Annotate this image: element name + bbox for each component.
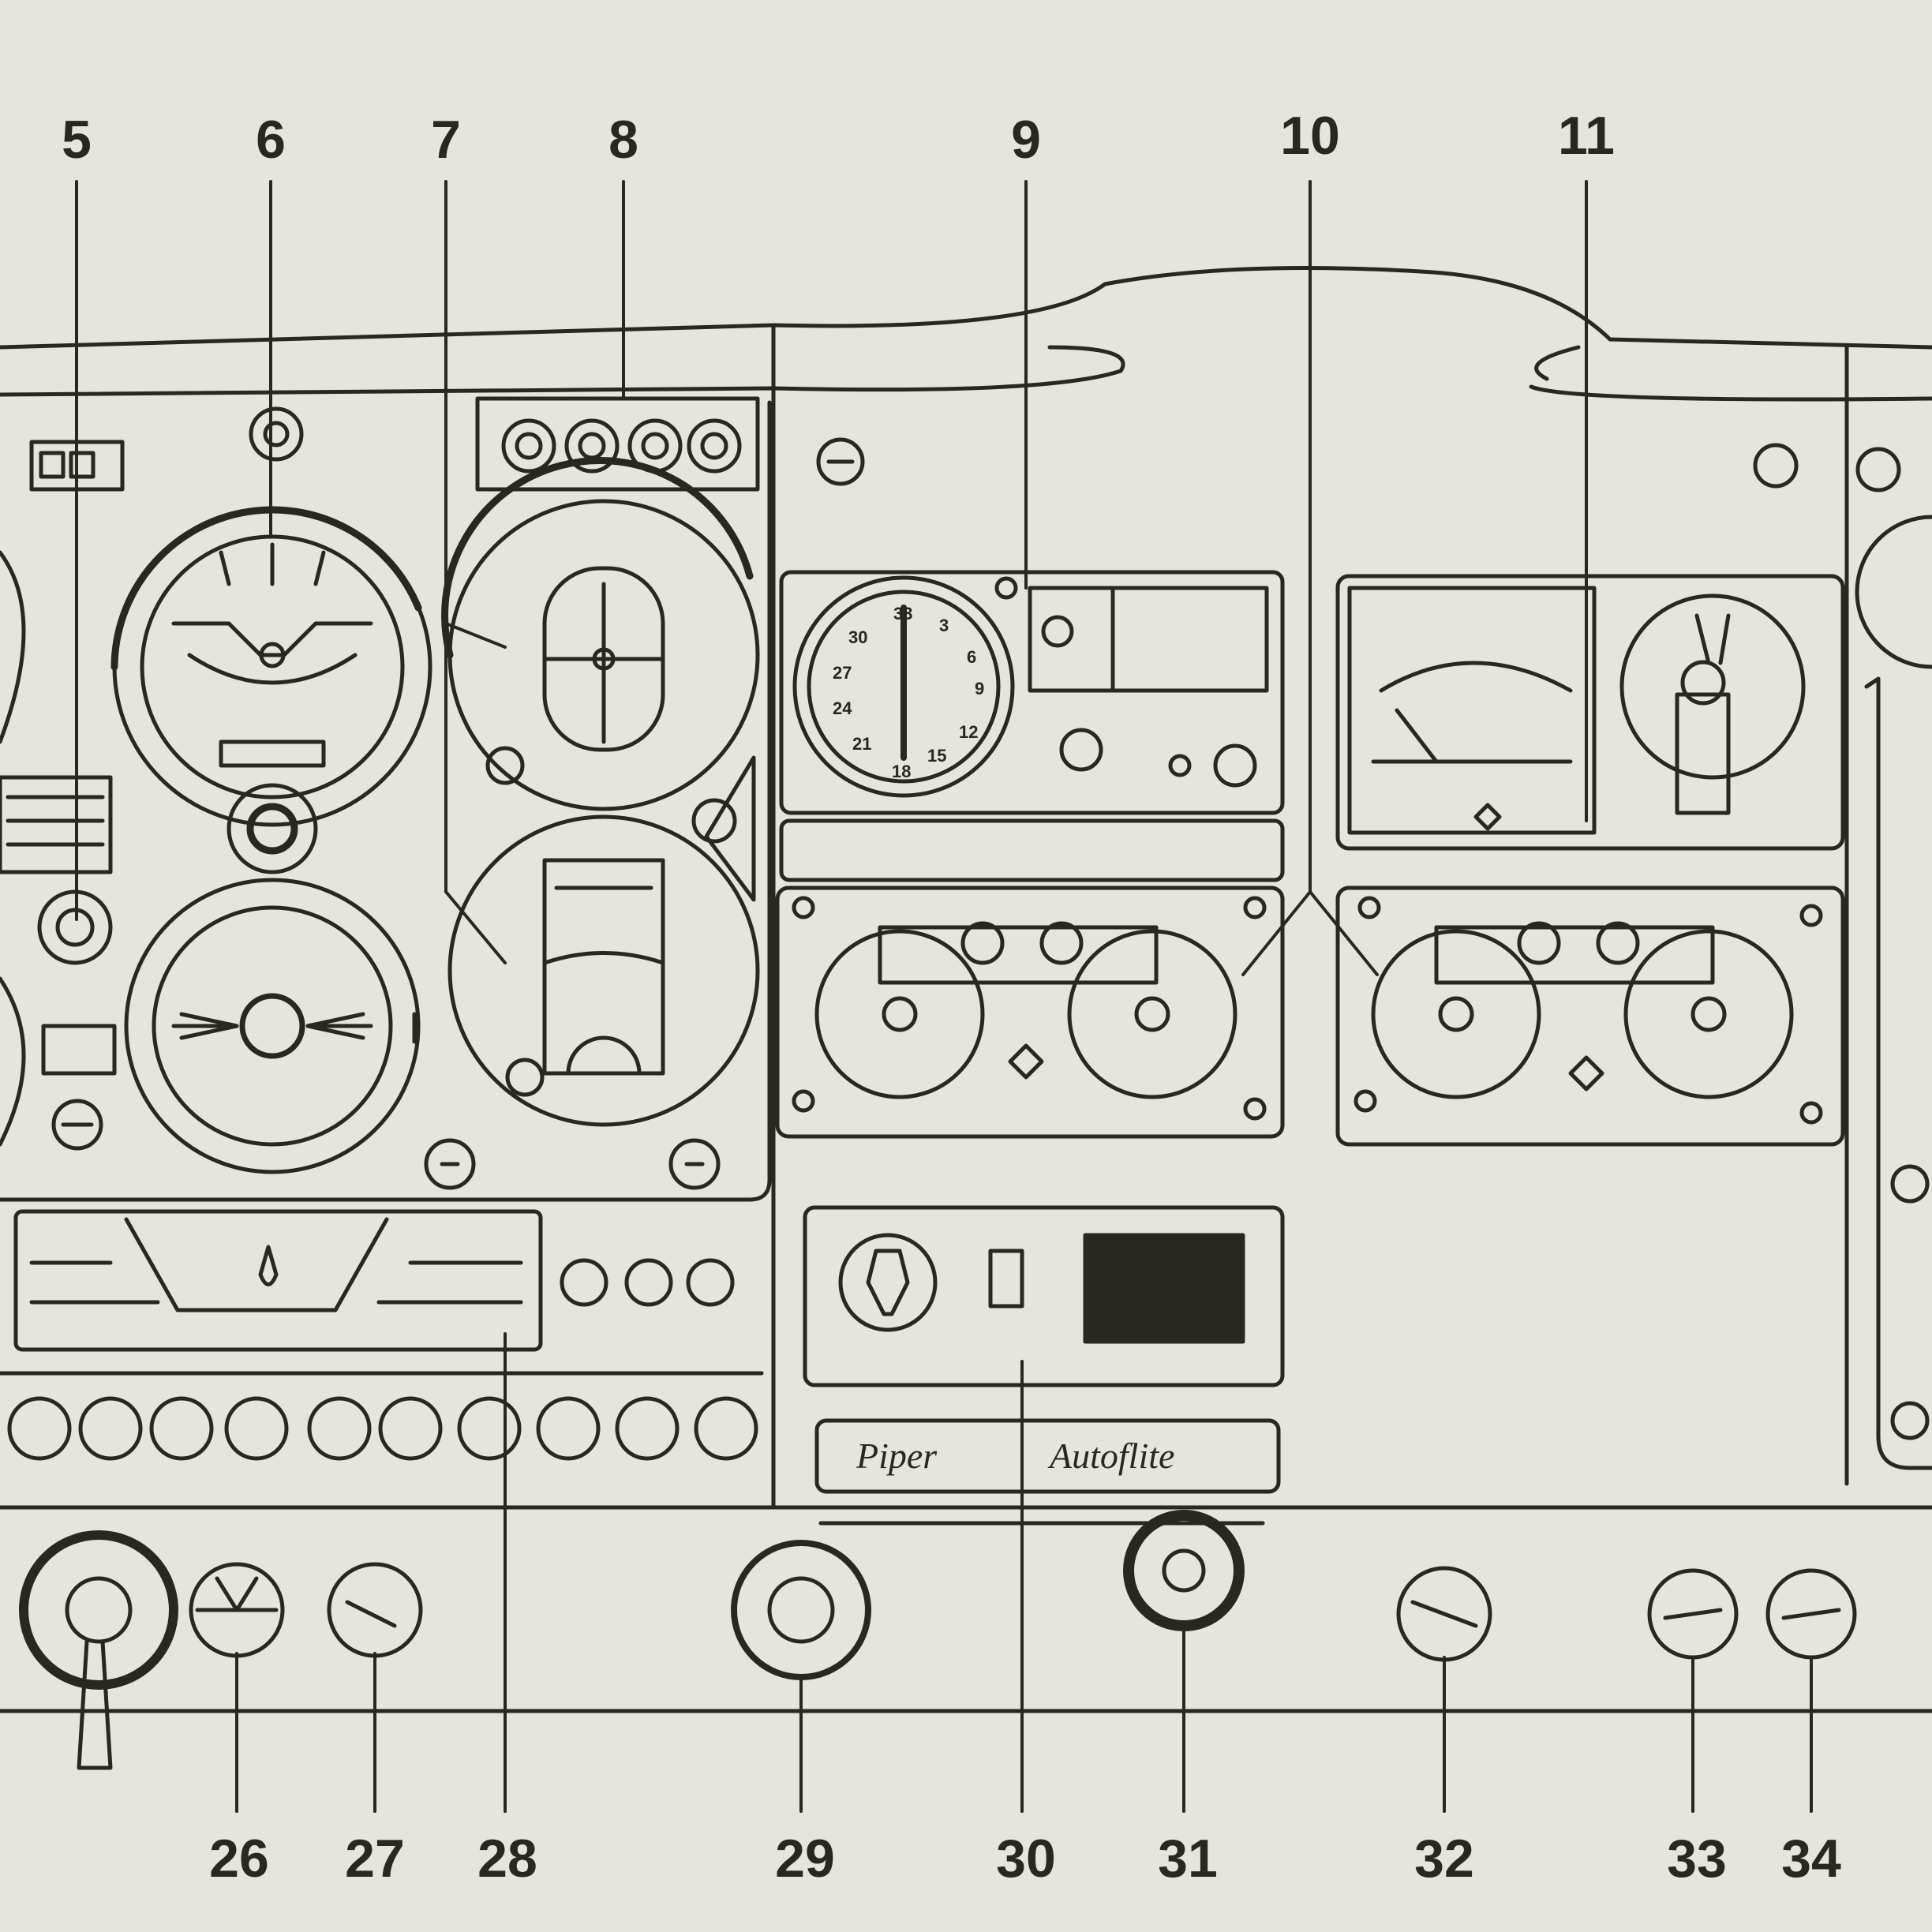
callout-6: 6 (256, 110, 286, 170)
callout-31: 31 (1158, 1829, 1218, 1889)
brand-word-autoflite: Autoflite (1047, 1436, 1174, 1476)
brand-text: Piper Autoflite (856, 1436, 1174, 1476)
callout-11: 11 (1558, 106, 1615, 166)
callout-5: 5 (62, 110, 92, 170)
brand-plate (814, 1418, 1281, 1494)
right-edge-instruments (1855, 515, 1932, 1470)
autopilot-unit (803, 1205, 1285, 1526)
bottom-callouts: 26 27 28 29 30 31 32 33 34 (209, 1829, 1841, 1889)
breaker-row (0, 1371, 1932, 1510)
clock-numeral: 9 (975, 679, 984, 698)
callout-7: 7 (431, 110, 461, 170)
top-callouts: 5 6 7 8 9 10 11 (62, 106, 1615, 170)
callout-26: 26 (209, 1829, 269, 1889)
callout-10: 10 (1280, 106, 1340, 166)
left-edge-instruments (0, 440, 125, 1151)
bottom-leader-lines (235, 1332, 1813, 1813)
clock-numeral: 18 (892, 762, 911, 781)
callout-28: 28 (477, 1829, 537, 1889)
clock-numeral: 33 (893, 604, 912, 623)
top-leader-lines (75, 180, 1588, 976)
placard (0, 775, 113, 874)
clock-numeral: 24 (833, 698, 852, 718)
nav-radio-right (1335, 886, 1845, 1147)
brand-word-piper: Piper (856, 1436, 938, 1476)
clock-numeral: 6 (967, 647, 976, 667)
clock-numeral: 30 (848, 627, 867, 647)
attitude-indicator (110, 406, 432, 874)
ammeter-panel (1335, 443, 1901, 851)
lower-left-panel (13, 1209, 735, 1352)
callout-34: 34 (1781, 1829, 1841, 1889)
callout-32: 32 (1414, 1829, 1474, 1889)
callout-30: 30 (996, 1829, 1056, 1889)
directional-gyro (124, 878, 421, 1174)
clock-numeral: 27 (833, 663, 852, 683)
nav-radio-left (775, 886, 1285, 1139)
bottom-knobs (19, 1510, 1857, 1770)
annunciator-lights (475, 396, 760, 492)
clock-and-radio (779, 437, 1285, 882)
glareshield (0, 266, 1932, 1510)
item-7-gauges (424, 457, 760, 1190)
autopilot-grille (1083, 1233, 1245, 1344)
clock-numeral: 21 (852, 734, 871, 754)
callout-33: 33 (1667, 1829, 1727, 1889)
callout-8: 8 (608, 110, 638, 170)
callout-29: 29 (775, 1829, 835, 1889)
clock-face (792, 575, 1015, 798)
clock-numerals: 33 3 6 9 12 15 18 21 24 27 30 (833, 604, 984, 781)
screw-top (249, 406, 304, 462)
clock-numeral: 3 (939, 616, 949, 635)
left-panel-outline (0, 400, 772, 1202)
clock-numeral: 15 (927, 746, 946, 766)
callout-27: 27 (345, 1829, 405, 1889)
clock-numeral: 12 (959, 722, 978, 742)
callout-9: 9 (1011, 110, 1041, 170)
